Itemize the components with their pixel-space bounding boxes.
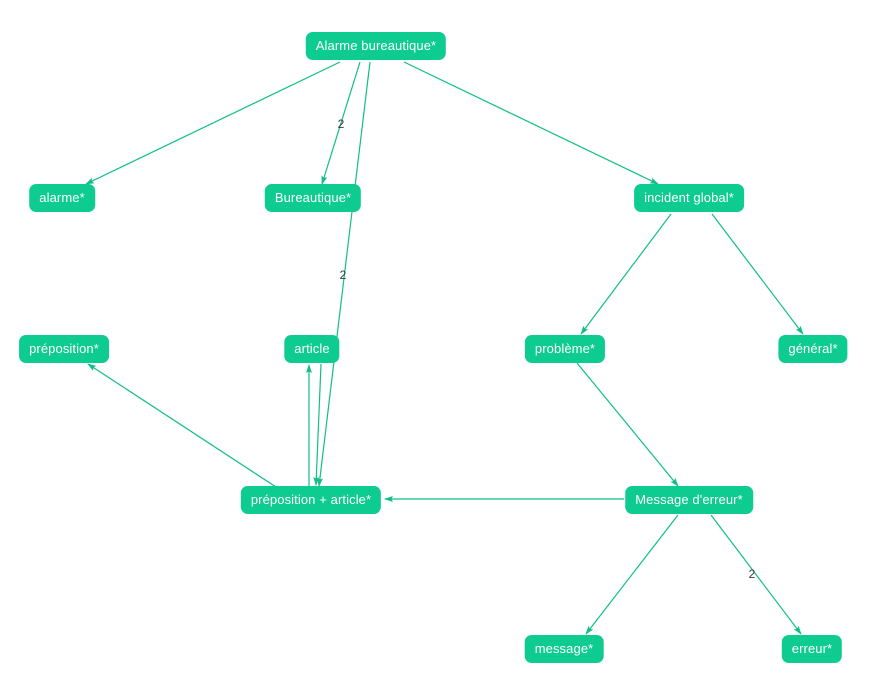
graph-node-alarme_bureautique[interactable]: Alarme bureautique* [305,32,447,60]
graph-edge [85,61,341,185]
graph-node-preposition_article[interactable]: préposition + article* [240,486,382,514]
graph-edge [710,514,802,635]
graph-node-probleme[interactable]: problème* [524,335,606,363]
graph-node-alarme[interactable]: alarme* [29,184,95,212]
graph-node-bureautique[interactable]: Bureautique* [264,184,362,212]
graph-node-message[interactable]: message* [524,635,604,663]
graph-node-article[interactable]: article [284,335,340,363]
graph-edge [403,61,659,185]
graph-edge [321,61,361,185]
graph-edge [313,363,322,486]
graph-node-erreur[interactable]: erreur* [781,635,843,663]
graph-edge [711,213,804,335]
graph-edge [87,363,277,488]
graph-edge [576,362,679,487]
graph-edge [580,213,672,335]
graph-node-general[interactable]: général* [778,335,848,363]
graph-edge [585,514,679,635]
graph-node-preposition[interactable]: préposition* [19,335,109,363]
graph-edge [316,61,371,487]
graph-node-incident_global[interactable]: incident global* [634,184,744,212]
graph-node-message_erreur[interactable]: Message d'erreur* [625,486,753,514]
